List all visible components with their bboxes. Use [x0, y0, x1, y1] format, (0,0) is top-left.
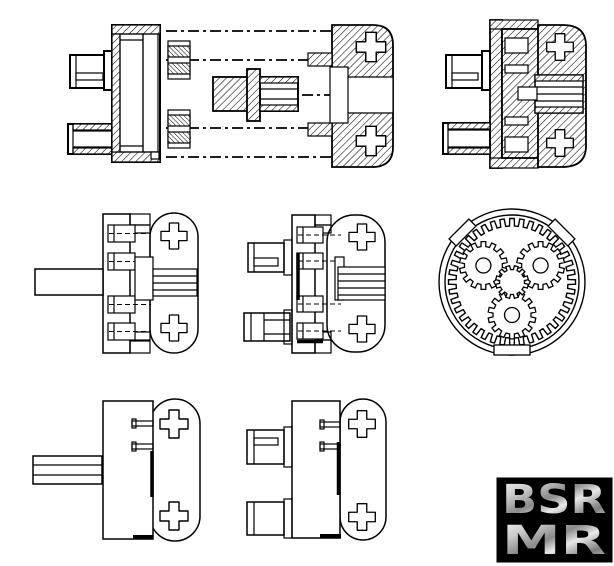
connector-top [246, 426, 293, 468]
drive-shaft [34, 268, 104, 296]
ring-tab-top-right [547, 218, 576, 247]
weld-line [320, 534, 341, 539]
footer-logo: BSR MR [496, 477, 613, 564]
snap-hook [150, 151, 160, 160]
drive-pin-top [69, 50, 114, 91]
shaft-collar [246, 68, 261, 122]
planet-bore [475, 257, 492, 274]
connector-top [247, 239, 293, 276]
side-view-back-center [246, 398, 387, 541]
output-tube [337, 266, 386, 301]
flange-plate [489, 19, 539, 169]
connector-bottom [243, 309, 293, 345]
gear-hub [134, 256, 154, 301]
sun-gear [494, 264, 530, 300]
assembled-section-view [442, 19, 587, 169]
center-bore [329, 66, 349, 124]
planet-gears [458, 240, 566, 340]
housing-plate [291, 214, 316, 354]
planet-bore [532, 257, 549, 274]
planet-bore [503, 306, 521, 324]
bushing-bottom [442, 122, 491, 155]
housing-plate [291, 400, 341, 539]
weld-line [133, 535, 153, 539]
output-shaft [152, 268, 198, 297]
connector-bottom [246, 498, 293, 539]
bushing-bottom [67, 123, 113, 155]
pin-ends [131, 418, 154, 452]
logo-text-top: BSR [502, 477, 606, 523]
drive-shaft [32, 455, 103, 485]
planet-pins [107, 224, 151, 341]
pump-shaft [212, 68, 299, 122]
ring-tab-top-left [448, 218, 477, 247]
exploded-section-view [67, 24, 394, 168]
side-view-front-center [243, 214, 386, 354]
end-cap-section [307, 24, 394, 168]
pin-slot [75, 72, 104, 81]
axle-slot [517, 86, 538, 101]
side-view-front-left [34, 212, 199, 354]
spacer-stack-top [167, 40, 191, 80]
ring-tab-bottom [493, 344, 531, 356]
internal-bearings [504, 37, 538, 153]
output-tube [534, 74, 584, 114]
planet-pins [296, 226, 341, 340]
mount-tab-top [307, 52, 333, 67]
drive-pin-top [445, 50, 491, 91]
logo-background [496, 477, 613, 563]
planetary-gear-view [438, 208, 586, 356]
housing-plate [102, 400, 154, 540]
spacer-stack-bottom [167, 109, 191, 149]
side-view-back-left [32, 398, 201, 542]
logo-text-bottom: MR [502, 518, 606, 564]
flange-plate-section [111, 24, 161, 163]
mount-tab-bottom [307, 122, 333, 137]
ring-gear [447, 217, 577, 347]
